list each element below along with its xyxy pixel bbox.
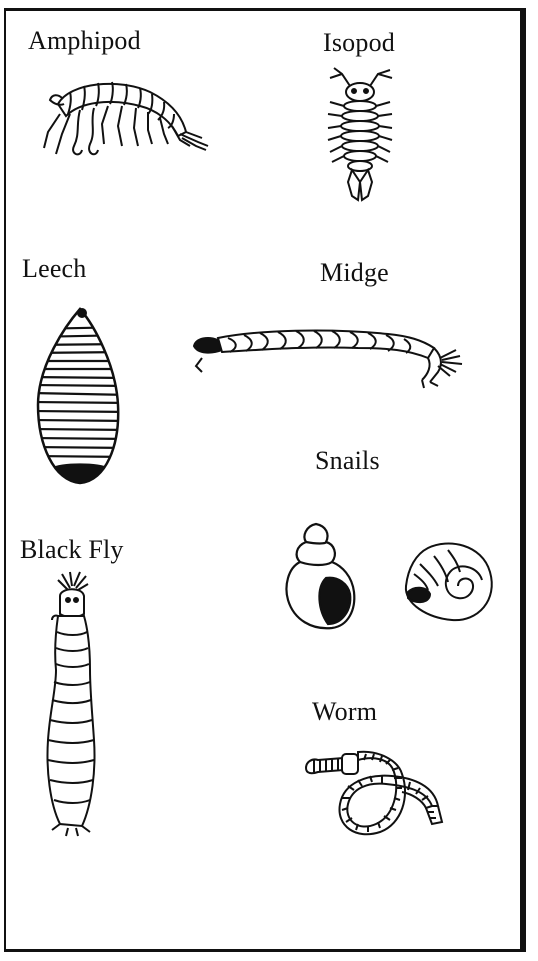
leech-icon [30,305,130,487]
snail-icon [398,538,498,624]
midge-label: Midge [320,258,389,288]
snail-icon [282,520,362,634]
amphipod-label: Amphipod [28,26,141,56]
leech-label: Leech [22,254,87,284]
midge-icon [188,314,478,390]
amphipod-icon [40,74,210,166]
black-fly-label: Black Fly [20,535,124,565]
worm-label: Worm [312,697,377,727]
black-fly-icon [38,570,114,842]
isopod-label: Isopod [323,28,395,58]
isopod-icon [322,64,402,206]
worm-icon [302,746,448,838]
snails-label: Snails [315,446,380,476]
